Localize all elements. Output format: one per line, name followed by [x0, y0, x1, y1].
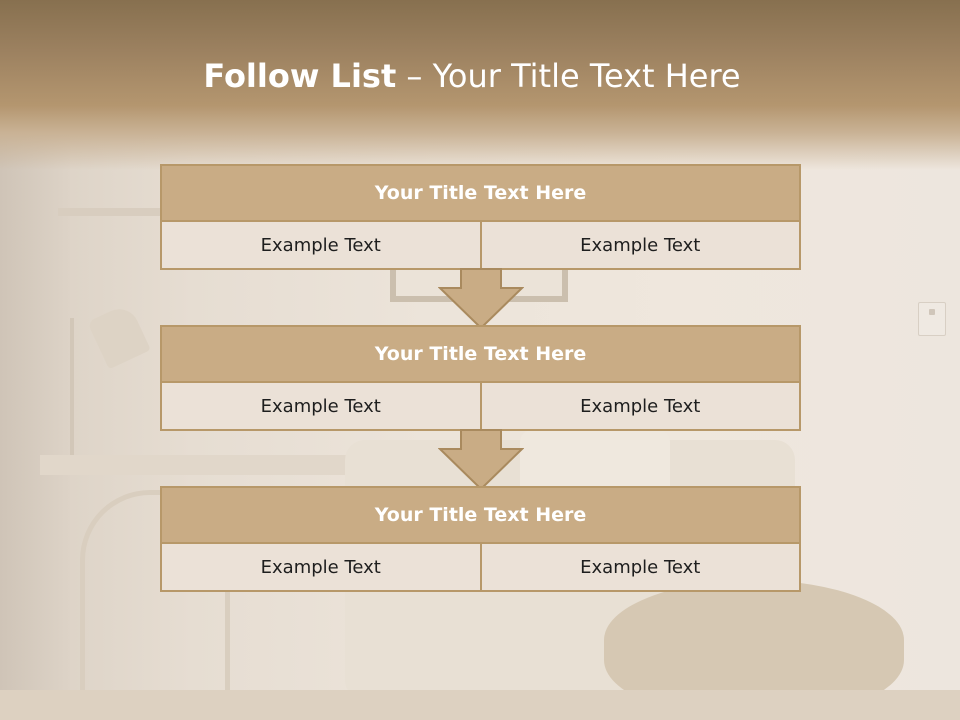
step-cell-left: Example Text: [260, 556, 381, 578]
page-title-bold: Follow List: [203, 57, 397, 95]
step-cell-left: Example Text: [260, 395, 381, 417]
page-title-rest: – Your Title Text Here: [396, 57, 741, 95]
background-chair: [80, 490, 230, 720]
step-row: Example Text Example Text: [162, 383, 799, 429]
step-row: Example Text Example Text: [162, 222, 799, 268]
background-shelf: [58, 208, 168, 216]
step-title: Your Title Text Here: [374, 343, 587, 365]
step-row: Example Text Example Text: [162, 544, 799, 590]
down-arrow-icon: [438, 268, 524, 330]
header-band: [0, 0, 960, 170]
step-header: Your Title Text Here: [162, 488, 799, 544]
background-lamp-pole: [70, 318, 74, 458]
background-wall: [0, 130, 70, 720]
step-cell-left: Example Text: [260, 234, 381, 256]
down-arrow-icon: [438, 429, 524, 491]
step-cell-right: Example Text: [479, 383, 800, 429]
step-box-3: Your Title Text Here Example Text Exampl…: [160, 486, 801, 592]
light-switch-icon: [918, 302, 946, 336]
step-cell-right: Example Text: [479, 544, 800, 590]
step-header: Your Title Text Here: [162, 166, 799, 222]
page-title: Follow List – Your Title Text Here: [0, 54, 944, 98]
step-title: Your Title Text Here: [374, 504, 587, 526]
step-title: Your Title Text Here: [374, 182, 587, 204]
step-cell-right: Example Text: [479, 222, 800, 268]
step-header: Your Title Text Here: [162, 327, 799, 383]
step-box-1: Your Title Text Here Example Text Exampl…: [160, 164, 801, 270]
background-floor: [0, 690, 960, 720]
step-box-2: Your Title Text Here Example Text Exampl…: [160, 325, 801, 431]
background-desk: [40, 455, 370, 475]
